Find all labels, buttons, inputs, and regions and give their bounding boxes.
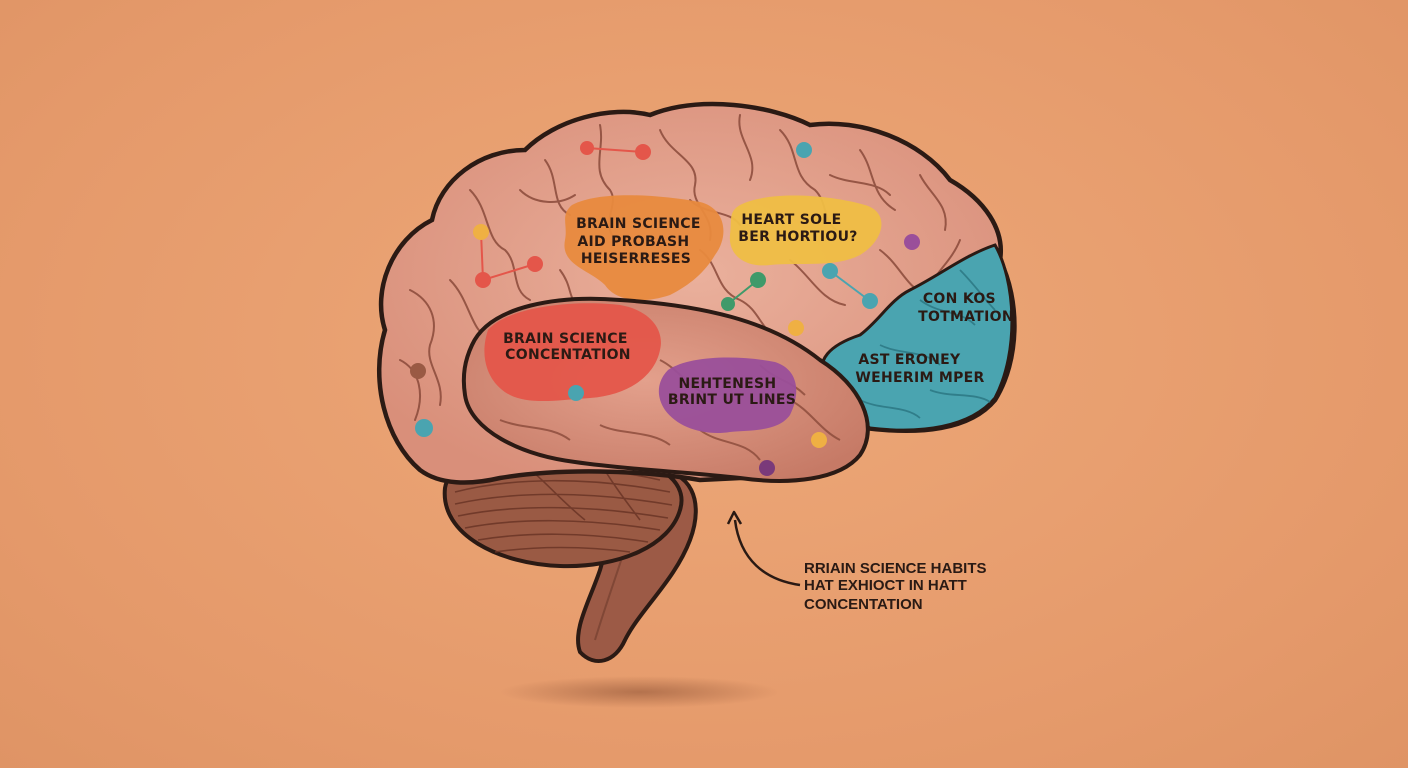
network-nodes (410, 141, 920, 476)
node-dot (410, 363, 426, 379)
label-teal-upper: CON KOS TOTMATION (918, 291, 1014, 325)
label-yellow: HEART SOLE BER HORTIOU? (738, 212, 857, 245)
node-dot (811, 432, 827, 448)
region-orange (564, 195, 724, 301)
node-dot (750, 272, 766, 288)
node-dot (415, 419, 433, 437)
node-dot (473, 224, 489, 240)
node-dot (796, 142, 812, 158)
label-orange: BRAIN SCIENCE AID PROBASH HEISERRESES (576, 216, 706, 267)
label-red: BRAIN SCIENCE CONCENTATION (503, 331, 633, 363)
node-dot (904, 234, 920, 250)
node-dot (568, 385, 584, 401)
node-dot (580, 141, 594, 155)
region-red (484, 303, 661, 402)
node-dot (788, 320, 804, 336)
node-dot (862, 293, 878, 309)
label-teal-lower: AST ERONEY WEHERIM MPER (855, 352, 984, 386)
node-dot (635, 144, 651, 160)
node-dot (759, 460, 775, 476)
region-purple (658, 357, 797, 434)
annotation-arrow (726, 510, 801, 587)
node-dot (527, 256, 543, 272)
node-dot (475, 272, 491, 288)
node-dot (721, 297, 735, 311)
label-purple: NEHTENESH BRINT UT LINES (668, 376, 796, 408)
node-dot (822, 263, 838, 279)
caption: RRIAIN SCIENCE HABITS HAT EXHIOCT IN HAT… (804, 560, 991, 613)
region-yellow (729, 195, 882, 266)
drop-shadow (500, 676, 780, 708)
